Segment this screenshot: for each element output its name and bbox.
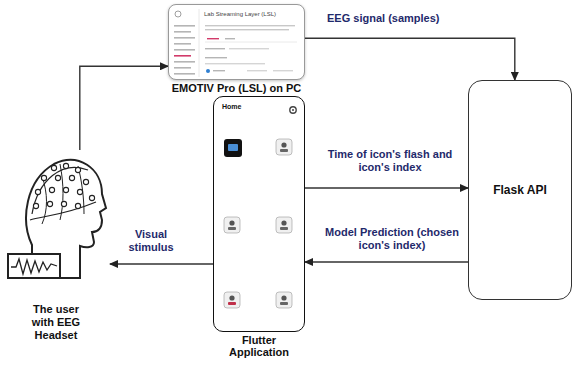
screen-title: Home bbox=[222, 103, 241, 110]
process-box: Flask API bbox=[468, 80, 572, 300]
component-label: Flutter Application bbox=[223, 334, 295, 358]
user-figure: The user with EEG Headset bbox=[2, 150, 110, 300]
user-head-illustration bbox=[2, 150, 110, 300]
edge-label: Model Prediction (chosen icon's index) bbox=[322, 226, 462, 252]
connector-arrow bbox=[305, 38, 515, 80]
component-label: The user with EEG Headset bbox=[23, 303, 89, 342]
connector-arrow bbox=[110, 263, 213, 264]
phone-frame: HomeFlutter Application bbox=[213, 96, 305, 332]
component-label: EMOTIV Pro (LSL) on PC bbox=[172, 82, 302, 94]
process-label: Flask API bbox=[493, 183, 547, 197]
window-title: Lab Streaming Layer (LSL) bbox=[204, 11, 276, 17]
edge-label: Visual stimulus bbox=[120, 228, 182, 254]
connector-arrow bbox=[305, 187, 468, 188]
connector-arrow bbox=[80, 66, 168, 150]
connector-arrow bbox=[305, 261, 468, 262]
edge-label: EEG signal (samples) bbox=[325, 12, 441, 25]
app-screenshot: Lab Streaming Layer (LSL)EMOTIV Pro (LSL… bbox=[168, 4, 305, 80]
edge-label: Time of icon's flash and icon's index bbox=[322, 148, 458, 174]
phone-screen-illustration bbox=[214, 97, 304, 331]
